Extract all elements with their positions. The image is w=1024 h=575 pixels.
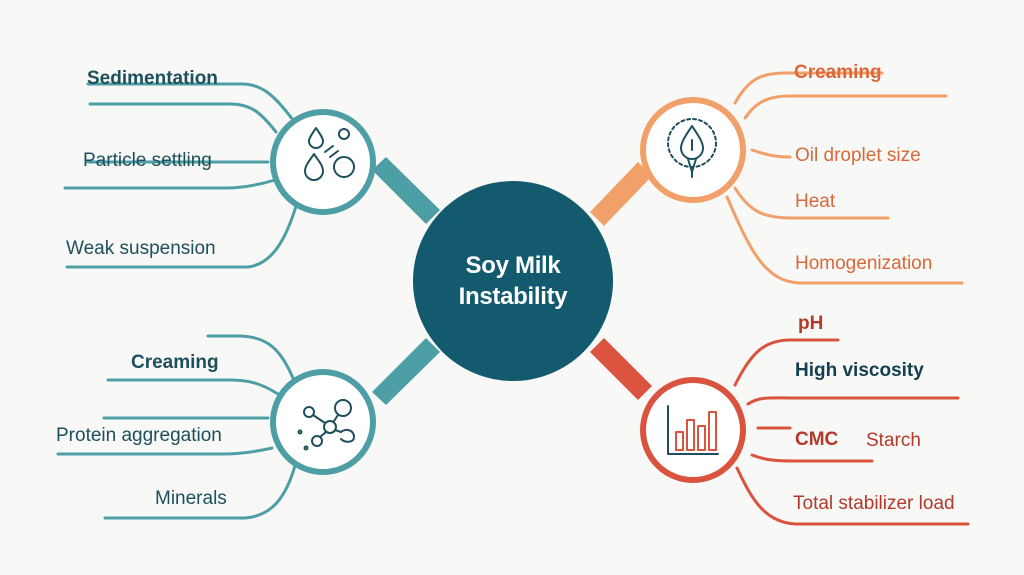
branch-lines-bottom-left (56, 334, 298, 520)
branch-lines-top-left (63, 82, 299, 269)
hub-title-line-1: Soy Milk (465, 252, 561, 279)
label-sedimentation: Sedimentation (87, 68, 218, 89)
bar-chart-icon (667, 405, 719, 455)
connector-bottom-left (372, 338, 440, 405)
connector-top-left (372, 157, 440, 224)
label-high-viscosity: High viscosity (795, 360, 924, 381)
connector-bottom-right (590, 338, 652, 400)
branch-lines-top-right (725, 71, 964, 285)
connector-top-right (590, 162, 652, 226)
label-homogenization: Homogenization (795, 253, 933, 274)
label-particle-settling: Particle settling (83, 150, 212, 171)
label-creaming-right: Creaming (794, 62, 882, 83)
label-creaming-left: Creaming (131, 352, 219, 373)
hub-title-line-2: Instability (458, 283, 568, 310)
label-starch: Starch (866, 430, 921, 451)
hub-connectors (372, 157, 652, 405)
label-weak-suspension: Weak suspension (66, 238, 216, 259)
label-minerals: Minerals (155, 488, 227, 509)
molecule-network-icon (297, 399, 355, 451)
hub-title: Soy Milk Instability (413, 250, 613, 312)
hub-circle (413, 181, 613, 381)
oil-drop-icon (667, 118, 717, 178)
branch-circle-top-left (270, 109, 376, 215)
droplets-molecules-icon (304, 127, 355, 181)
label-protein-aggregation: Protein aggregation (56, 425, 222, 446)
branch-lines-bottom-right (733, 338, 970, 526)
label-heat: Heat (795, 191, 836, 212)
label-ph: pH (798, 313, 824, 334)
label-oil-droplet-size: Oil droplet size (795, 145, 921, 166)
label-total-stabilizer-load: Total stabilizer load (793, 493, 955, 514)
label-cmc: CMC (795, 429, 839, 450)
